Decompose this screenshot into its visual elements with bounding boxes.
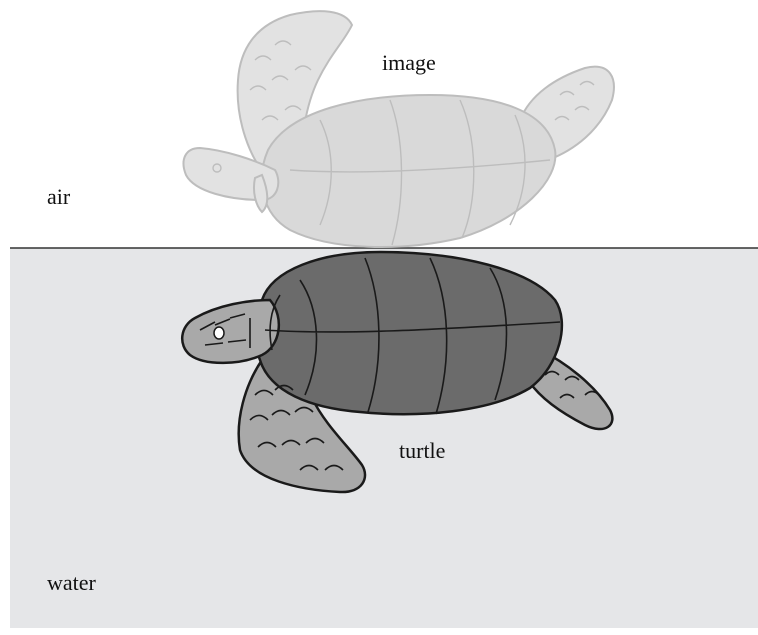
- turtle-label: turtle: [399, 440, 445, 462]
- image-label: image: [382, 52, 436, 74]
- water-label: water: [47, 572, 96, 594]
- turtle-image-reflection: [184, 11, 614, 247]
- turtle-eye: [214, 327, 224, 339]
- air-label: air: [47, 186, 70, 208]
- turtle-shell: [255, 252, 562, 414]
